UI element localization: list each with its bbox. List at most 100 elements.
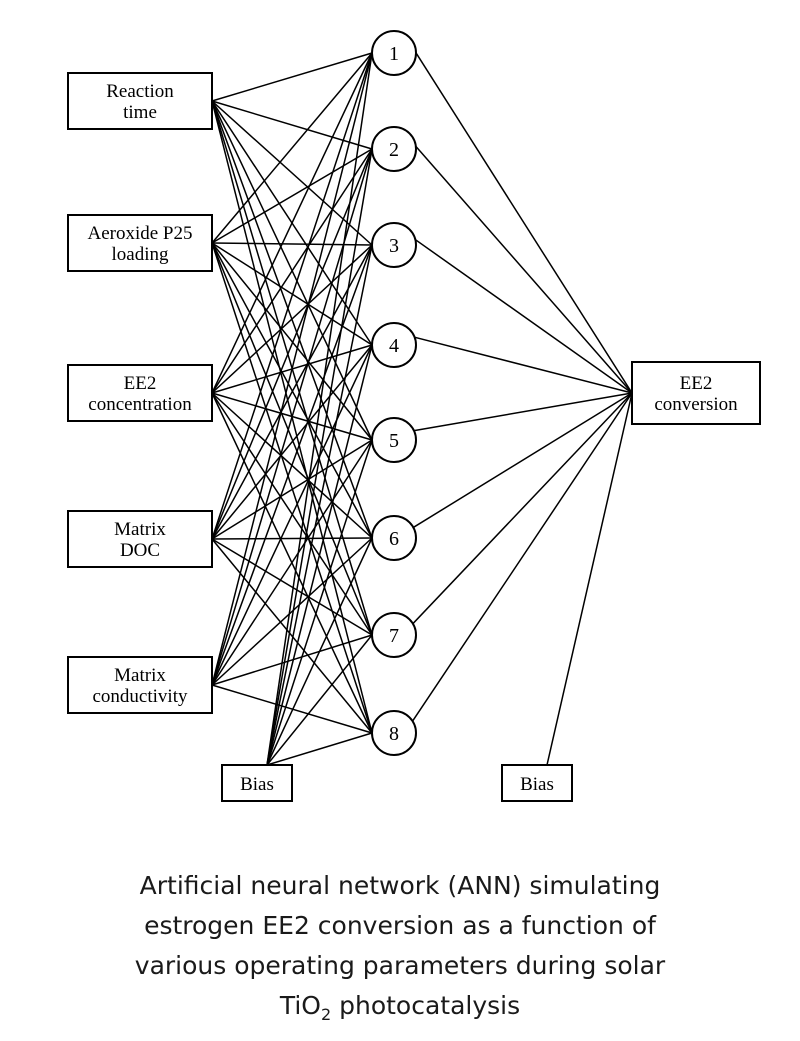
input-label-matrix-conductivity-line-1: Matrix bbox=[114, 665, 166, 686]
hidden-node-8: 8 bbox=[371, 710, 417, 756]
hidden-node-circle-7 bbox=[371, 612, 417, 658]
input-4-to-hidden-6-line bbox=[211, 537, 373, 540]
figure-caption: Artificial neural network (ANN) simulati… bbox=[40, 866, 760, 1035]
bias-hidden-node: Bias bbox=[501, 764, 573, 802]
hidden-4-to-output-line bbox=[410, 335, 633, 394]
input-3-to-hidden-1-line bbox=[211, 52, 373, 394]
hidden-node-label-2: 2 bbox=[389, 139, 399, 161]
input-label-ee2-concentration-line-2: concentration bbox=[88, 394, 192, 415]
input-5-to-hidden-4-line bbox=[211, 344, 373, 686]
caption-photocatalysis-text: photocatalysis bbox=[331, 991, 521, 1020]
input-4-to-hidden-1-line bbox=[211, 52, 373, 540]
hidden-3-to-output-line bbox=[410, 235, 633, 394]
input-label-aeroxide-p25-loading-line-1: Aeroxide P25 bbox=[87, 223, 192, 244]
input-5-to-hidden-7-line bbox=[211, 634, 373, 686]
input-5-to-hidden-8-line bbox=[211, 684, 373, 734]
bias-to-hidden-6-line bbox=[266, 537, 373, 766]
input-2-to-hidden-8-line bbox=[211, 242, 373, 734]
bias-to-hidden-5-line bbox=[266, 439, 373, 766]
connection-lines bbox=[211, 43, 633, 766]
input-box-matrix-doc bbox=[67, 510, 213, 568]
bias-to-hidden-8-line bbox=[266, 732, 373, 766]
hidden-8-to-output-line bbox=[409, 392, 633, 725]
hidden-node-circle-8 bbox=[371, 710, 417, 756]
input-4-to-hidden-7-line bbox=[211, 538, 373, 636]
input-1-to-hidden-3-line bbox=[211, 100, 373, 246]
input-1-to-hidden-2-line bbox=[211, 100, 373, 150]
bias-hidden-label: Bias bbox=[520, 774, 554, 795]
hidden-node-label-6: 6 bbox=[389, 528, 399, 550]
hidden-node-label-1: 1 bbox=[389, 43, 399, 65]
output-label-line-1: EE2 bbox=[680, 373, 713, 394]
bias-input-label: Bias bbox=[240, 774, 274, 795]
input-2-to-hidden-3-line bbox=[211, 242, 373, 246]
hidden-5-to-output-line bbox=[410, 392, 633, 432]
input-3-to-hidden-3-line bbox=[211, 244, 373, 394]
input-label-reaction-time-line-1: Reaction bbox=[106, 81, 174, 102]
hidden-node-circle-3 bbox=[371, 222, 417, 268]
input-box-aeroxide-p25-loading bbox=[67, 214, 213, 272]
bias-to-hidden-4-line bbox=[266, 344, 373, 766]
hidden-node-circle-2 bbox=[371, 126, 417, 172]
input-5-to-hidden-3-line bbox=[211, 244, 373, 686]
input-box-reaction-time bbox=[67, 72, 213, 130]
hidden-node-circle-1 bbox=[371, 30, 417, 76]
hidden-node-label-8: 8 bbox=[389, 723, 399, 745]
hidden-node-7: 7 bbox=[371, 612, 417, 658]
caption-subscript: 2 bbox=[320, 1005, 332, 1024]
output-label-line-2: conversion bbox=[654, 394, 738, 415]
bias-hidden-box bbox=[501, 764, 573, 802]
input-box-matrix-conductivity bbox=[67, 656, 213, 714]
bias-to-hidden-1-line bbox=[266, 52, 373, 766]
hidden-node-6: 6 bbox=[371, 515, 417, 561]
hidden-6-to-output-line bbox=[410, 392, 633, 530]
input-2-to-hidden-7-line bbox=[211, 242, 373, 636]
caption-line-3: various operating parameters during sola… bbox=[134, 951, 666, 980]
caption-line-4: TiO2 photocatalysis bbox=[40, 986, 760, 1035]
input-2-to-hidden-1-line bbox=[211, 52, 373, 244]
input-1-to-hidden-1-line bbox=[211, 52, 373, 102]
hidden-node-1: 1 bbox=[371, 30, 417, 76]
input-2-to-hidden-2-line bbox=[211, 148, 373, 244]
hidden-node-circle-6 bbox=[371, 515, 417, 561]
caption-line-1: Artificial neural network (ANN) simulati… bbox=[139, 871, 661, 900]
hidden-node-label-7: 7 bbox=[389, 625, 399, 647]
input-4-to-hidden-2-line bbox=[211, 148, 373, 540]
bias-to-hidden-7-line bbox=[266, 634, 373, 766]
input-4-to-hidden-3-line bbox=[211, 244, 373, 540]
hidden-node-label-3: 3 bbox=[389, 235, 399, 257]
caption-line-2: estrogen EE2 conversion as a function of bbox=[144, 911, 656, 940]
input-4-to-hidden-8-line bbox=[211, 538, 373, 734]
input-5-to-hidden-1-line bbox=[211, 52, 373, 686]
hidden-node-5: 5 bbox=[371, 417, 417, 463]
input-label-matrix-conductivity-line-2: conductivity bbox=[93, 686, 188, 707]
input-2-to-hidden-5-line bbox=[211, 242, 373, 441]
hidden-node-circle-5 bbox=[371, 417, 417, 463]
hidden-node-circle-4 bbox=[371, 322, 417, 368]
hidden-node-4: 4 bbox=[371, 322, 417, 368]
input-box-ee2-concentration bbox=[67, 364, 213, 422]
bias-to-hidden-3-line bbox=[266, 244, 373, 766]
input-label-matrix-doc-line-2: DOC bbox=[120, 540, 160, 561]
bias-input-box bbox=[221, 764, 293, 802]
input-label-ee2-concentration-line-1: EE2 bbox=[124, 373, 157, 394]
bias-input-node: Bias bbox=[221, 764, 293, 802]
hidden-7-to-output-line bbox=[409, 392, 633, 627]
input-5-to-hidden-6-line bbox=[211, 537, 373, 686]
hidden-node-3: 3 bbox=[371, 222, 417, 268]
input-label-reaction-time-line-2: time bbox=[123, 102, 157, 123]
input-label-matrix-doc-line-1: Matrix bbox=[114, 519, 166, 540]
input-4-to-hidden-5-line bbox=[211, 439, 373, 540]
